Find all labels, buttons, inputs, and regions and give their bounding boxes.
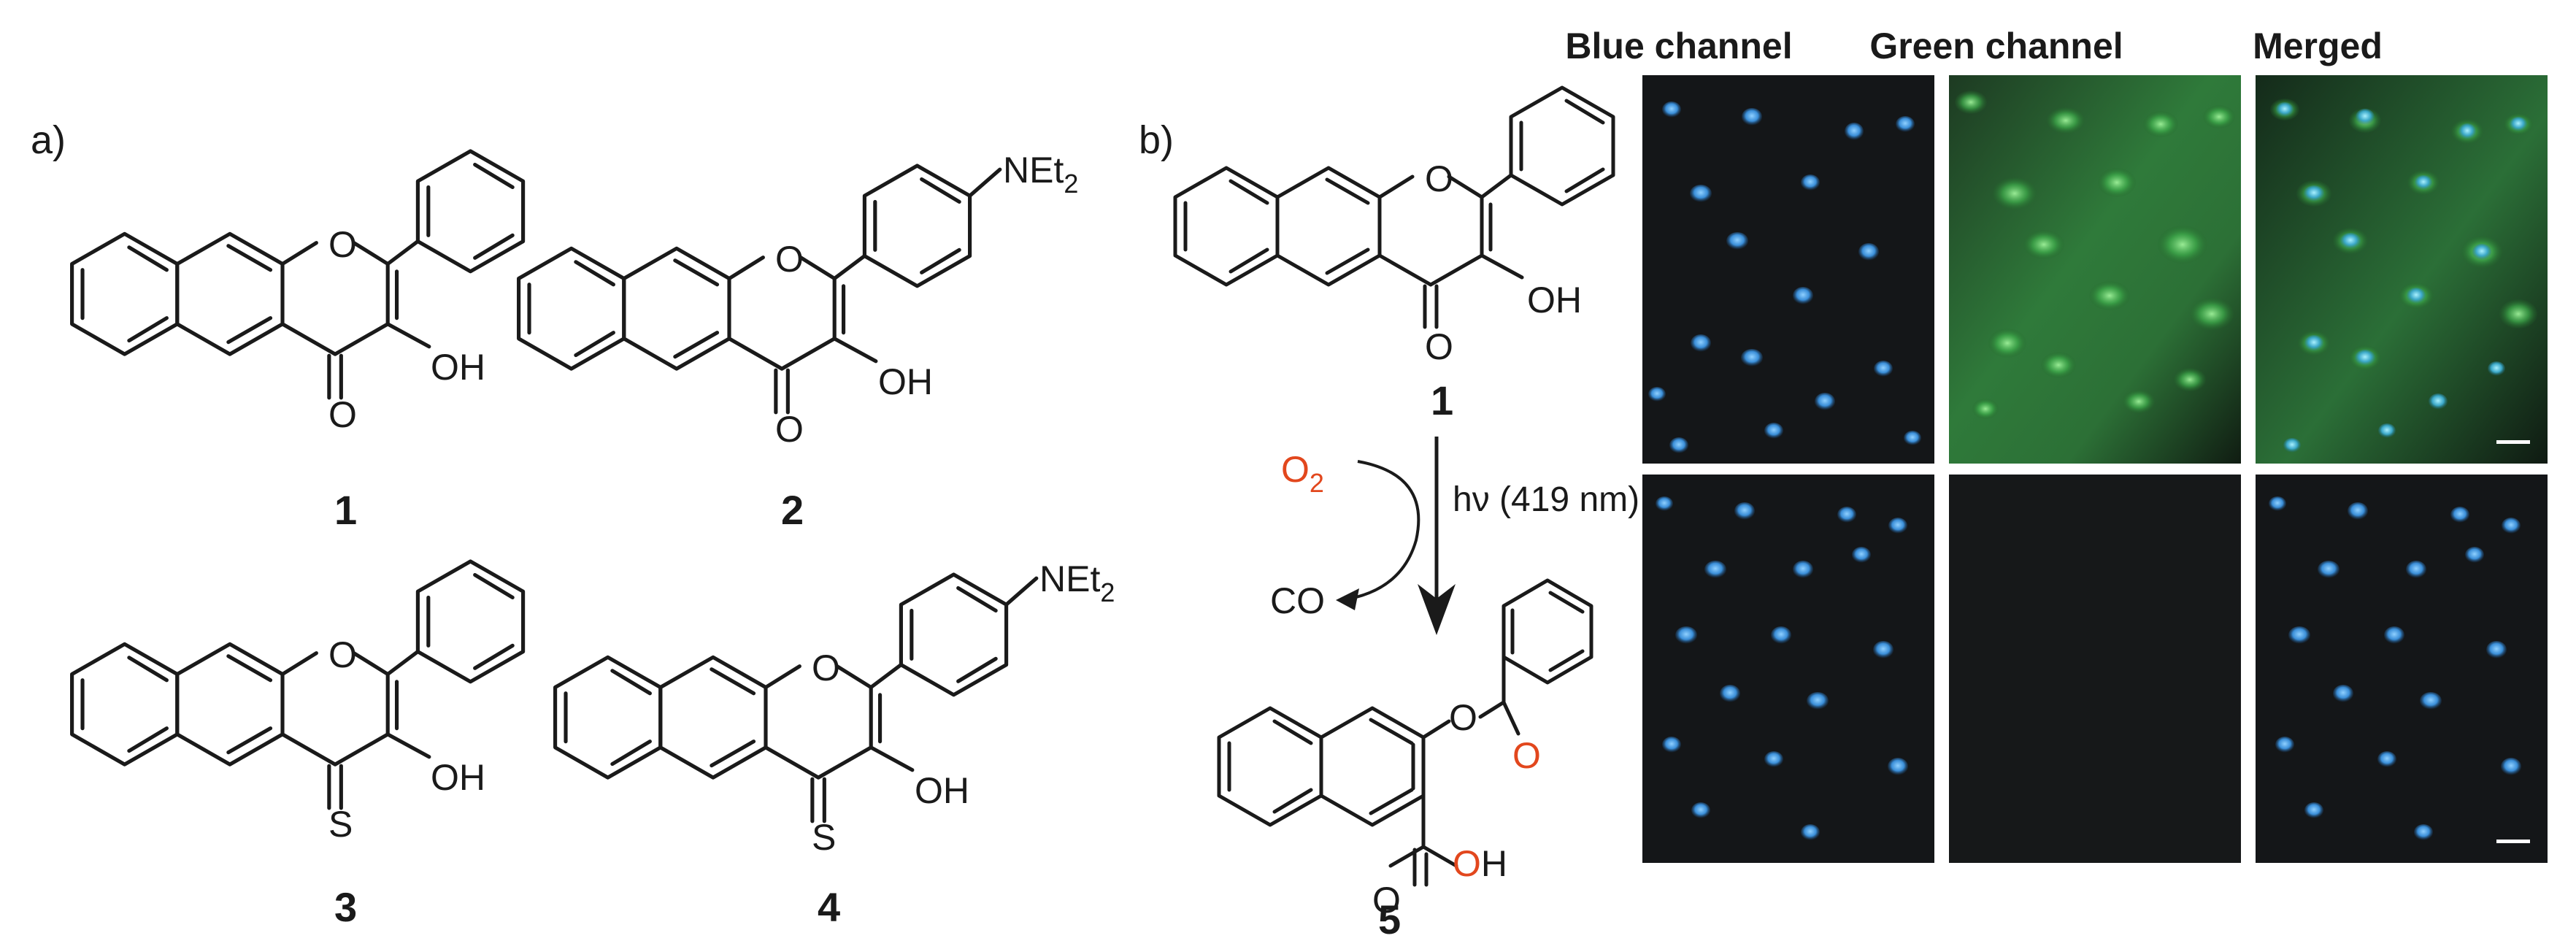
header-merged: Merged xyxy=(2253,26,2383,66)
p5-acid-oh: OH xyxy=(1453,843,1507,884)
compound-number-4: 4 xyxy=(818,884,840,930)
r1-oh: OH xyxy=(1527,280,1582,320)
scale-bar-row2 xyxy=(2496,840,2530,843)
nuclei-row2-blue xyxy=(1656,496,1908,840)
byproduct-co: CO xyxy=(1270,580,1325,621)
reactant-number-1: 1 xyxy=(1431,377,1453,423)
product-5-benzoyl xyxy=(1478,578,1593,736)
micro-row-1-merged xyxy=(2256,75,2548,464)
micro-row-1-blue xyxy=(1642,75,1934,464)
c4-thiocarbonyl: S xyxy=(812,817,836,858)
green-cells-row1 xyxy=(1955,91,2235,419)
reaction-condition: hν (419 nm) xyxy=(1453,480,1639,519)
r1-carbonyl: O xyxy=(1425,326,1453,367)
compound-number-2: 2 xyxy=(781,487,804,533)
nuclei-row1-blue xyxy=(1648,101,1921,453)
c3-oh: OH xyxy=(431,757,485,798)
c4-ring-o: O xyxy=(812,648,840,688)
c4-oh: OH xyxy=(915,770,969,811)
scale-bar-row1 xyxy=(2496,440,2530,444)
compound-number-1: 1 xyxy=(334,487,357,533)
merged-cells-row1 xyxy=(2270,99,2537,453)
c2-ring-o: O xyxy=(775,239,804,280)
micro-row-2-blue xyxy=(1642,475,1934,863)
panel-b-label: b) xyxy=(1139,118,1174,162)
c1-carbonyl: O xyxy=(328,394,357,435)
c2-carbonyl: O xyxy=(775,409,804,450)
header-blue-channel: Blue channel xyxy=(1565,26,1792,66)
c1-oh: OH xyxy=(431,347,485,388)
compound-2-structure xyxy=(517,164,1002,415)
header-green-channel: Green channel xyxy=(1869,26,2123,66)
product-number-5: 5 xyxy=(1378,896,1401,941)
nuclei-row2-merged xyxy=(2269,496,2521,840)
reagent-o2: O2 xyxy=(1281,449,1324,498)
compound-3-structure xyxy=(70,559,526,810)
c1-ring-o: O xyxy=(328,224,357,265)
reaction-arrow xyxy=(1336,437,1456,635)
c2-amine: NEt2 xyxy=(1003,150,1078,199)
c3-thiocarbonyl: S xyxy=(328,804,353,845)
panel-a-label: a) xyxy=(31,118,66,162)
micro-row-1-green xyxy=(1949,75,2241,464)
compound-number-3: 3 xyxy=(334,884,357,930)
r1-ring-o: O xyxy=(1425,158,1453,199)
micro-row-2-green xyxy=(1949,475,2241,863)
micro-row-2-merged xyxy=(2256,475,2548,863)
product-5-structure xyxy=(1217,706,1458,887)
c4-amine: NEt2 xyxy=(1039,558,1115,607)
compound-4-structure xyxy=(553,572,1039,823)
compound-1-structure xyxy=(70,149,526,400)
p5-ester-carbonyl: O xyxy=(1512,735,1541,776)
c3-ring-o: O xyxy=(328,634,357,675)
p5-acid-carbonyl: O xyxy=(1372,880,1401,921)
reactant-1-structure xyxy=(1173,85,1615,329)
p5-ester-o: O xyxy=(1449,697,1477,738)
c2-oh: OH xyxy=(878,361,933,402)
